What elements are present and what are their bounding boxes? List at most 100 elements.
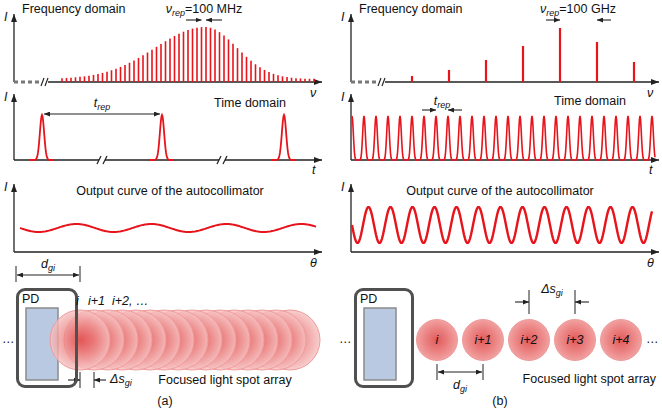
comb-line — [178, 34, 180, 82]
text-label: Frequency domain — [22, 2, 126, 17]
pointer-arrow — [94, 379, 106, 380]
comb-line — [147, 53, 149, 82]
comb-line — [291, 78, 293, 82]
comb-line — [259, 67, 261, 82]
comb-line — [111, 70, 113, 82]
node-label: i+3 — [566, 333, 583, 347]
axis-symbol: i — [76, 294, 79, 309]
text-label: Output curve of the autocollimator — [76, 184, 264, 199]
comb-line — [286, 77, 288, 82]
light-spot: i+2 — [508, 319, 550, 361]
comb-line — [187, 30, 189, 82]
light-spot — [50, 310, 110, 370]
light-spot: i+4 — [600, 319, 642, 361]
y-axis — [13, 184, 14, 252]
comb-line — [138, 58, 140, 82]
comb-line — [97, 74, 99, 82]
axis-break-mark — [41, 78, 44, 86]
pulse — [150, 115, 174, 160]
comb-line — [268, 72, 270, 82]
dimension-line — [17, 274, 79, 275]
y-axis — [13, 94, 14, 160]
comb-line — [255, 64, 257, 82]
node-label: PD — [360, 292, 377, 306]
y-axis — [350, 94, 351, 160]
symbol-label: trep — [434, 94, 451, 109]
comb-line — [151, 50, 153, 82]
text-label: Frequency domain — [359, 2, 463, 17]
comb-line — [237, 48, 239, 82]
text-label: Output curve of the autocollimator — [406, 184, 594, 199]
y-axis — [13, 14, 14, 82]
comb-line — [232, 44, 234, 82]
light-spot: i — [416, 319, 458, 361]
comb-line — [106, 72, 108, 82]
symbol-label: dgi — [41, 257, 55, 272]
comb-line — [75, 77, 77, 82]
comb-line — [633, 62, 635, 82]
pointer-arrow — [515, 301, 529, 302]
comb-line — [201, 27, 203, 82]
comb-line — [214, 30, 216, 82]
text-label: … — [2, 332, 15, 347]
symbol-label: Δsgi — [541, 282, 563, 297]
comb-line — [559, 28, 561, 82]
symbol-label: νrep=100 MHz — [166, 2, 243, 17]
text-label: Time domain — [214, 96, 286, 111]
comb-line — [61, 78, 63, 82]
comb-line — [228, 39, 230, 82]
axis-symbol: I — [341, 180, 344, 195]
text-label: Focused light spot array — [523, 372, 656, 387]
axis-symbol: i+2, … — [112, 294, 148, 309]
node-label: i+4 — [612, 333, 629, 347]
photodiode-box: PD — [354, 288, 414, 388]
comb-line — [522, 46, 524, 82]
node-label: i — [436, 333, 439, 347]
comb-line — [313, 79, 315, 82]
comb-line — [241, 53, 243, 82]
comb-line — [133, 60, 135, 82]
axis-dashed-part — [14, 81, 40, 84]
comb-line — [282, 76, 284, 82]
axis-symbol: I — [4, 180, 7, 195]
axis-symbol: ν — [647, 86, 653, 101]
y-axis — [350, 184, 351, 252]
y-axis — [350, 14, 351, 82]
light-spot: i+1 — [462, 319, 504, 361]
text-label: (a) — [157, 394, 172, 409]
axis-break-mark — [97, 156, 101, 164]
comb-line — [156, 47, 158, 82]
axis-symbol: t — [312, 163, 315, 178]
node-label: i+1 — [474, 333, 491, 347]
pointer-arrow — [68, 379, 80, 380]
pointer-arrow — [575, 301, 589, 302]
comb-line — [174, 36, 176, 82]
comb-line — [93, 75, 95, 82]
comb-line — [223, 35, 225, 82]
comb-line — [448, 70, 450, 82]
dimension-tick — [80, 266, 81, 282]
axis-symbol: I — [4, 90, 7, 105]
comb-line — [219, 32, 221, 82]
pointer-arrow — [186, 19, 202, 20]
axis-break-mark — [45, 78, 48, 86]
pulse — [30, 115, 54, 160]
pulse-train — [352, 116, 655, 160]
node-label: i+2 — [520, 333, 537, 347]
comb-line — [66, 78, 68, 82]
comb-line — [596, 42, 598, 82]
comb-line — [196, 28, 198, 82]
comb-line — [102, 73, 104, 82]
axis-symbol: t — [649, 163, 652, 178]
comb-line — [183, 32, 185, 82]
dimension-tick — [437, 364, 438, 380]
symbol-label: trep — [94, 96, 111, 111]
comb-line — [88, 76, 90, 82]
comb-line — [165, 41, 167, 82]
text-label: Time domain — [554, 94, 626, 109]
comb-line — [84, 76, 86, 82]
symbol-label: Δsgi — [110, 372, 132, 387]
photodiode-box: PD — [16, 288, 78, 388]
dimension-tick — [16, 266, 17, 282]
